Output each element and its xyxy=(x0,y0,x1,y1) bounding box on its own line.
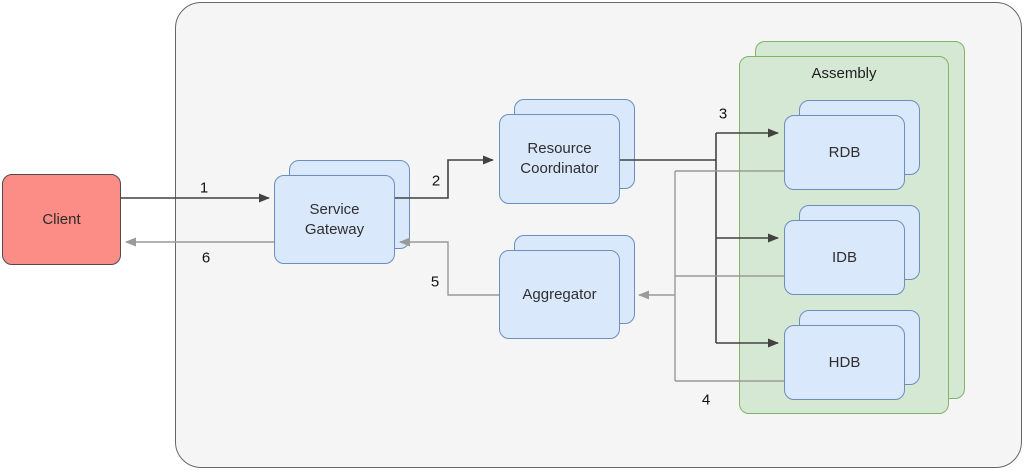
node-service-gateway: Service Gateway xyxy=(274,160,410,264)
node-rdb: RDB xyxy=(784,100,920,190)
node-client: Client xyxy=(2,174,121,265)
aggregator-label: Aggregator xyxy=(522,285,597,303)
node-idb: IDB xyxy=(784,205,920,295)
edge-label-5: 5 xyxy=(430,273,440,291)
client-label: Client xyxy=(42,211,81,228)
rdb-front-card: RDB xyxy=(784,115,905,190)
hdb-front-card: HDB xyxy=(784,325,905,400)
idb-label: IDB xyxy=(831,248,857,266)
edge-label-1: 1 xyxy=(199,179,209,197)
resource-coordinator-label: Resource Coordinator xyxy=(520,140,599,177)
node-resource-coordinator: Resource Coordinator xyxy=(499,99,635,204)
edge-label-3: 3 xyxy=(718,105,728,123)
edge-label-6: 6 xyxy=(201,249,211,267)
assembly-label: Assembly xyxy=(811,65,877,82)
rdb-label: RDB xyxy=(828,143,861,161)
idb-front-card: IDB xyxy=(784,220,905,295)
service-gateway-front-card: Service Gateway xyxy=(274,175,395,264)
service-gateway-label: Service Gateway xyxy=(304,200,365,238)
edge-label-2: 2 xyxy=(431,172,441,190)
hdb-label: HDB xyxy=(828,353,861,371)
node-hdb: HDB xyxy=(784,310,920,400)
aggregator-front-card: Aggregator xyxy=(499,250,620,339)
edge-label-4: 4 xyxy=(701,391,711,409)
resource-coordinator-front-card: Resource Coordinator xyxy=(499,114,620,204)
node-aggregator: Aggregator xyxy=(499,235,635,339)
